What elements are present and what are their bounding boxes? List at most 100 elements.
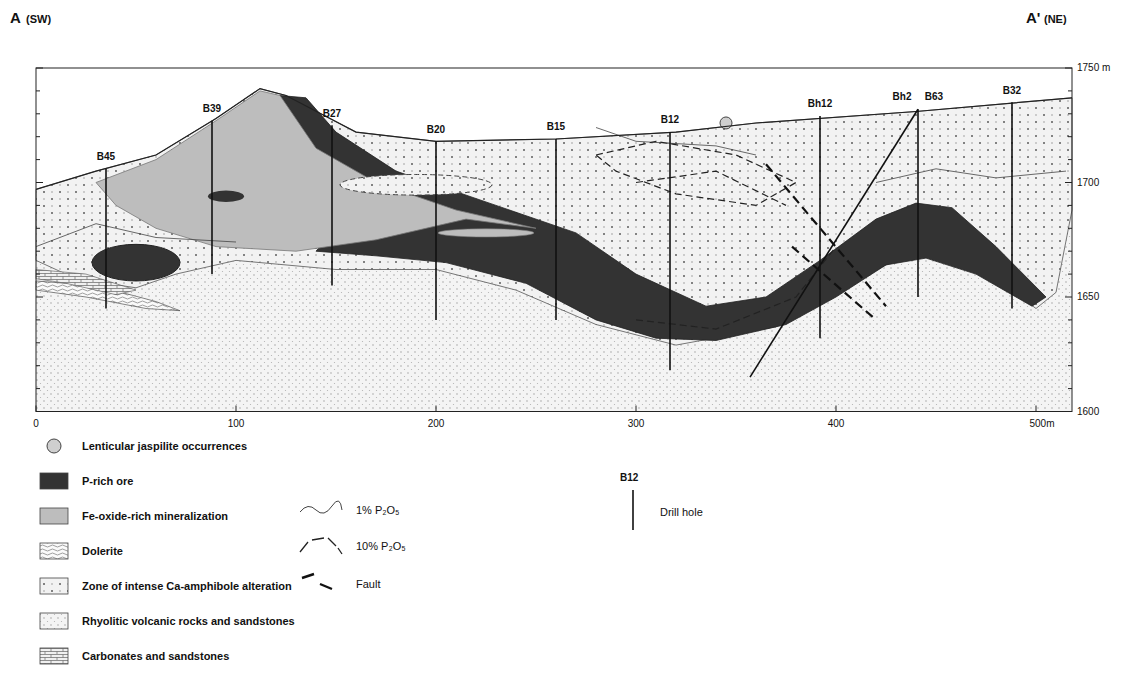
drill-hole-label: B39 — [203, 103, 221, 115]
legend-drill-hole — [632, 490, 634, 530]
tick — [36, 342, 40, 343]
contour-1pct — [36, 224, 236, 247]
contour-10pct — [636, 171, 786, 205]
distance-label: 200 — [428, 418, 445, 430]
legend-swatch — [40, 473, 68, 489]
tick — [1068, 365, 1072, 366]
distance-label: 400 — [828, 418, 845, 430]
legend-label: Dolerite — [82, 545, 123, 558]
tick — [1068, 319, 1072, 320]
tick — [1068, 228, 1072, 229]
tick — [1065, 297, 1072, 298]
drill-hole-label: B12 — [661, 114, 679, 126]
legend-pattern — [40, 578, 68, 594]
contour-10pct — [596, 141, 796, 205]
fe-oxide-tongue — [438, 229, 534, 237]
drill-hole — [435, 141, 437, 320]
legend-fault — [302, 574, 332, 589]
legend-pattern — [40, 613, 68, 629]
legend-label: Carbonates and sandstones — [82, 650, 229, 663]
elevation-label: 1700 — [1077, 177, 1099, 189]
tick — [36, 251, 40, 252]
drill-hole — [750, 109, 918, 377]
section-end: A' — [1026, 9, 1040, 26]
elevation-label: 1600 — [1077, 406, 1099, 418]
distance-label: 500m — [1029, 418, 1054, 430]
tick — [1036, 406, 1037, 412]
tick — [36, 297, 43, 298]
legend-label: Rhyolitic volcanic rocks and sandstones — [82, 615, 295, 628]
drill-hole — [555, 139, 557, 320]
legend-pattern — [40, 648, 68, 664]
tick — [36, 182, 43, 183]
tick — [36, 90, 40, 91]
amphibole-zone — [36, 89, 1072, 346]
tick — [836, 406, 837, 412]
tick — [36, 159, 40, 160]
p-rich-lens — [208, 191, 244, 202]
drill-hole-label: B20 — [427, 124, 445, 136]
rhyolite-ground — [36, 89, 1072, 412]
tick — [36, 365, 40, 366]
legend-symbol — [47, 439, 61, 453]
plot-frame — [36, 68, 1072, 412]
legend-label: 10% P₂O₅ — [356, 540, 406, 553]
legend-label: Drill hole — [660, 506, 703, 519]
tick — [1068, 159, 1072, 160]
fault-line — [792, 247, 876, 320]
legend-pattern — [40, 543, 68, 559]
tick — [36, 274, 40, 275]
tick — [1068, 388, 1072, 389]
tick — [36, 319, 40, 320]
drill-hole-label: B27 — [323, 108, 341, 120]
drill-hole — [917, 109, 919, 297]
elevation-label: 1650 — [1077, 291, 1099, 303]
drill-hole — [211, 121, 213, 274]
section-end: A — [10, 9, 21, 26]
dolerite-lens-b27 — [340, 174, 492, 195]
legend-label: Fault — [356, 578, 380, 591]
fault-line — [766, 164, 886, 306]
legend-contour-10pct — [300, 538, 342, 554]
tick — [236, 406, 237, 412]
legend-label: Zone of intense Ca-amphibole alteration — [82, 580, 292, 593]
drill-hole — [1011, 102, 1013, 308]
section-direction: (NE) — [1044, 13, 1067, 26]
legend-label: P-rich ore — [82, 475, 133, 488]
fe-oxide-body — [96, 91, 536, 251]
drill-hole-label: B63 — [925, 91, 943, 103]
drill-hole-label: Bh12 — [808, 98, 832, 110]
tick — [1068, 136, 1072, 137]
legend-swatch — [40, 508, 68, 524]
drill-hole-label: B45 — [97, 151, 115, 163]
drill-hole — [331, 125, 333, 285]
drill-hole-label: Bh2 — [893, 91, 912, 103]
tick — [1068, 251, 1072, 252]
drill-hole-label: B32 — [1003, 85, 1021, 97]
tick — [36, 68, 43, 69]
distance-label: 100 — [228, 418, 245, 430]
tick — [436, 406, 437, 412]
tick — [1068, 205, 1072, 206]
drill-hole — [819, 116, 821, 338]
tick — [36, 113, 40, 114]
drill-hole-label: B15 — [547, 121, 565, 133]
tick — [1065, 411, 1072, 412]
drill-hole — [669, 132, 671, 370]
elevation-label: 1750 m — [1077, 62, 1110, 74]
legend-label: Fe-oxide-rich mineralization — [82, 510, 228, 523]
tick — [36, 411, 43, 412]
tick — [1065, 68, 1072, 69]
contour-1pct — [876, 169, 1066, 183]
tick — [36, 205, 40, 206]
tick — [36, 228, 40, 229]
tick — [1068, 113, 1072, 114]
tick — [1068, 274, 1072, 275]
legend-contour-1pct — [300, 501, 342, 513]
legend-label: Lenticular jaspilite occurrences — [82, 440, 247, 453]
tick — [36, 406, 37, 412]
tick — [1068, 342, 1072, 343]
tick — [36, 136, 40, 137]
tick — [1068, 90, 1072, 91]
drill-hole — [105, 169, 107, 309]
